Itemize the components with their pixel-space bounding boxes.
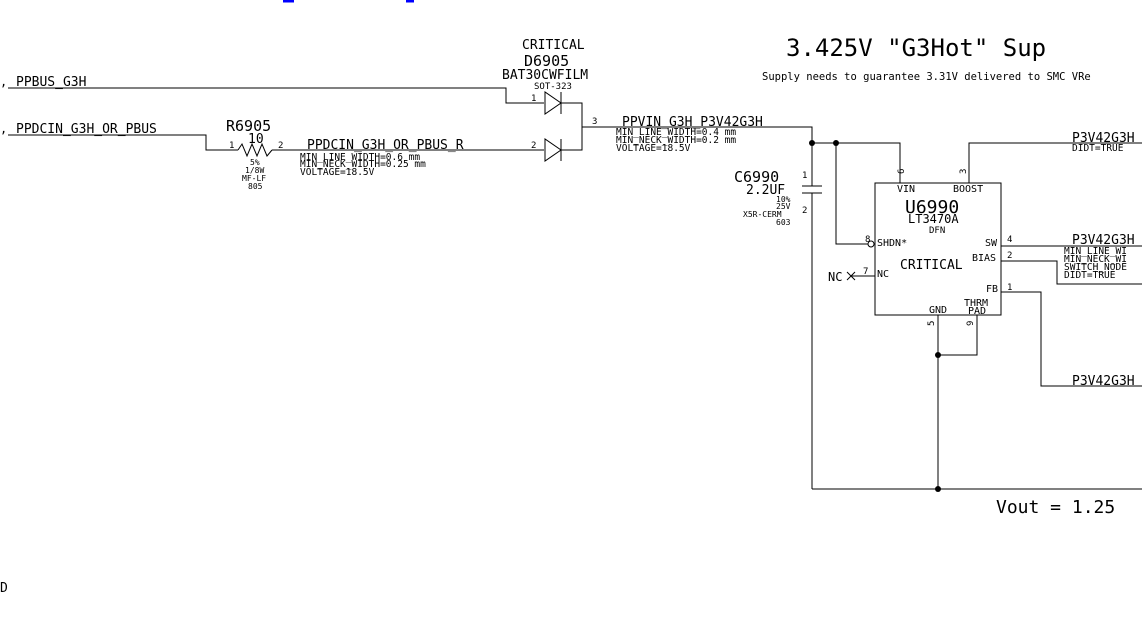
page-subtitle: Supply needs to guarantee 3.31V delivere… (762, 71, 1091, 83)
nc-marker-label: NC (828, 270, 842, 284)
d6905-anode-triangle-1 (544, 91, 562, 115)
net-sw-prop3: SWITCH_NODE (1064, 262, 1127, 273)
u6990-pinnum-vin: 6 (897, 169, 907, 174)
net-boost-label: P3V42G3H (1072, 131, 1135, 146)
ic-u6990[interactable]: VIN BOOST U6990 LT3470A DFN SHDN* NC SW … (863, 169, 1012, 326)
r6905-power: 1/8W (245, 166, 264, 175)
r6905-tolerance: 5% (250, 158, 260, 167)
net-sw-prop4: DIDT=TRUE (1064, 270, 1116, 281)
u6990-pin-shdn: SHDN* (877, 238, 907, 249)
wire-shdn (835, 143, 868, 245)
r6905-pin1: 1 (229, 141, 234, 151)
capacitor-c6990[interactable]: C6990 2.2UF 1 2 10% 25V X5R-CERM 603 (734, 143, 822, 489)
net-sw-prop1: MIN_LINE_WI (1064, 246, 1127, 257)
r6905-pin2: 2 (278, 141, 283, 151)
u6990-pinnum-boost: 3 (959, 169, 969, 174)
u6990-pinnum-thrm: 9 (966, 321, 976, 326)
page-title: 3.425V "G3Hot" Sup (786, 34, 1046, 62)
u6990-pin-boost: BOOST (953, 184, 983, 195)
u6990-pin-pad: PAD (968, 306, 986, 317)
u6990-pinnum-gnd: 5 (927, 321, 937, 326)
net-sw-prop2: MIN_NECK_WI (1064, 254, 1127, 265)
net-ppvin-prop1: MIN_LINE_WIDTH=0.4 mm (616, 127, 736, 138)
net-ppvin-prop3: VOLTAGE=18.5V (616, 143, 691, 154)
left-edge-fragment: D (0, 581, 8, 596)
c6990-tolerance: 10% (776, 195, 791, 204)
u6990-pin-sw: SW (985, 238, 998, 249)
d6905-ref: D6905 (524, 52, 569, 70)
net-sw-label: P3V42G3H (1072, 233, 1135, 248)
net-ppvin-prop2: MIN_NECK_WIDTH=0.2 mm (616, 135, 736, 146)
u6990-pinnum-nc: 7 (863, 267, 868, 277)
r6905-zigzag (237, 142, 273, 158)
d6905-pin2: 2 (531, 141, 536, 151)
wire-ppdcin (8, 134, 238, 151)
r6905-ref: R6905 (226, 117, 271, 135)
d6905-cathode-wire-1 (561, 102, 583, 151)
net-ppdcin-label: PPDCIN_G3H_OR_PBUS (16, 122, 157, 137)
u6990-shdn-bubble (867, 240, 875, 248)
wire-ppbus (8, 87, 544, 104)
u6990-pinnum-bias: 2 (1007, 251, 1012, 261)
net-boost-prop: DIDT=TRUE (1072, 143, 1124, 154)
u6990-part: LT3470A (908, 212, 959, 226)
net-ppbus-edge: , (0, 75, 7, 89)
net-ppvin-label: PPVIN_G3H_P3V42G3H (622, 115, 763, 130)
wire-thrm-pad (938, 315, 978, 356)
d6905-anode-triangle-2 (544, 138, 562, 162)
u6990-pin-gnd: GND (929, 305, 947, 316)
u6990-pinnum-shdn: 8 (865, 235, 870, 245)
u6990-critical: CRITICAL (900, 258, 963, 273)
junction-gnd-1 (935, 352, 941, 358)
net-ppdcin-r-prop1: MIN_LINE_WIDTH=0.6 mm (300, 152, 420, 163)
wire-boost (968, 142, 1142, 183)
net-ppbus-label: PPBUS_G3H (16, 75, 86, 90)
diode-d6905[interactable]: CRITICAL D6905 BAT30CWFILM SOT-323 1 2 3 (502, 38, 605, 162)
net-ppdcin-r-label: PPDCIN_G3H_OR_PBUS_R (307, 138, 464, 153)
c6990-voltage: 25V (776, 202, 791, 211)
d6905-package: SOT-323 (534, 82, 572, 92)
wire-vin-bus (812, 142, 901, 183)
u6990-pinnum-sw: 4 (1007, 235, 1012, 245)
u6990-pin-thrm: THRM (964, 298, 988, 309)
c6990-pin1: 1 (802, 171, 807, 181)
net-fb-label: P3V42G3H (1072, 374, 1135, 389)
wire-ppvin (605, 126, 813, 143)
wire-fb (1001, 291, 1142, 387)
d6905-critical: CRITICAL (522, 38, 585, 53)
d6905-value: BAT30CWFILM (502, 68, 588, 83)
net-ppdcin-r-prop2: MIN_NECK_WIDTH=0.25 mm (300, 159, 426, 170)
vout-equation: Vout = 1.25 (996, 497, 1115, 518)
u6990-pin-vin: VIN (897, 184, 915, 195)
d6905-pin3: 3 (592, 117, 597, 127)
r6905-type: MF-LF (242, 174, 266, 183)
resistor-r6905[interactable]: R6905 10 1 2 5% 1/8W MF-LF 805 (226, 117, 283, 191)
c6990-dielectric: X5R-CERM (743, 210, 782, 219)
d6905-pin1: 1 (531, 94, 536, 104)
c6990-value: 2.2UF (746, 183, 785, 198)
wire-bias (1001, 260, 1142, 285)
net-ppdcin-edge: , (0, 122, 7, 136)
u6990-pin-bias: BIAS (972, 253, 996, 264)
r6905-package: 805 (248, 182, 263, 191)
net-ppdcin-r-prop3: VOLTAGE=18.5V (300, 167, 375, 178)
c6990-ref: C6990 (734, 168, 779, 186)
c6990-pin2: 2 (802, 206, 807, 216)
u6990-pin-nc: NC (877, 269, 889, 280)
u6990-pin-fb: FB (986, 284, 998, 295)
u6990-pinnum-fb: 1 (1007, 283, 1012, 293)
u6990-ref: U6990 (905, 197, 959, 218)
u6990-package: DFN (929, 226, 945, 236)
c6990-package: 603 (776, 218, 791, 227)
